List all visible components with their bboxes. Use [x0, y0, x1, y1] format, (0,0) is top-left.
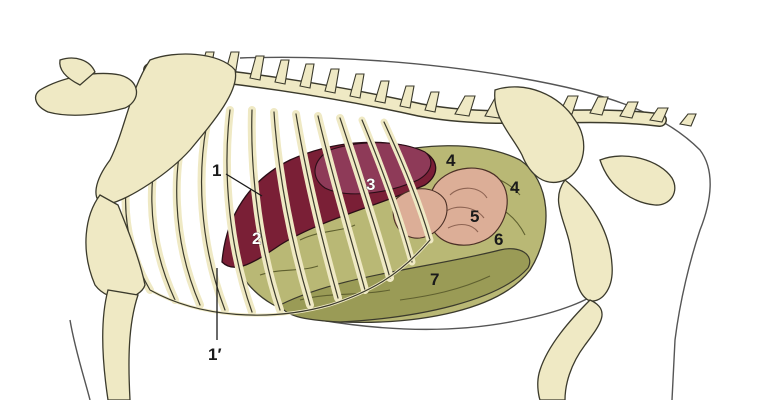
label-1: 1 [212, 161, 221, 180]
forelimb-skeleton [34, 53, 237, 400]
label-3: 3 [366, 175, 375, 194]
label-4-upper: 4 [446, 151, 456, 170]
label-1-prime: 1′ [208, 345, 222, 364]
ischium [599, 155, 676, 206]
radius-ulna [102, 289, 139, 400]
humerus [85, 194, 146, 299]
rib-cage [121, 106, 434, 317]
scapula [95, 53, 237, 206]
femur [557, 179, 613, 302]
hindlimb-skeleton [494, 86, 676, 400]
leader-1 [225, 173, 263, 197]
labels: 1 1′ 2 3 4 4 5 6 7 [208, 151, 520, 364]
label-7: 7 [430, 270, 439, 289]
label-2: 2 [252, 229, 261, 248]
tibia [537, 299, 603, 400]
leader-lines [216, 173, 263, 340]
label-5: 5 [470, 207, 479, 226]
label-6: 6 [494, 230, 503, 249]
label-4-right: 4 [510, 178, 520, 197]
